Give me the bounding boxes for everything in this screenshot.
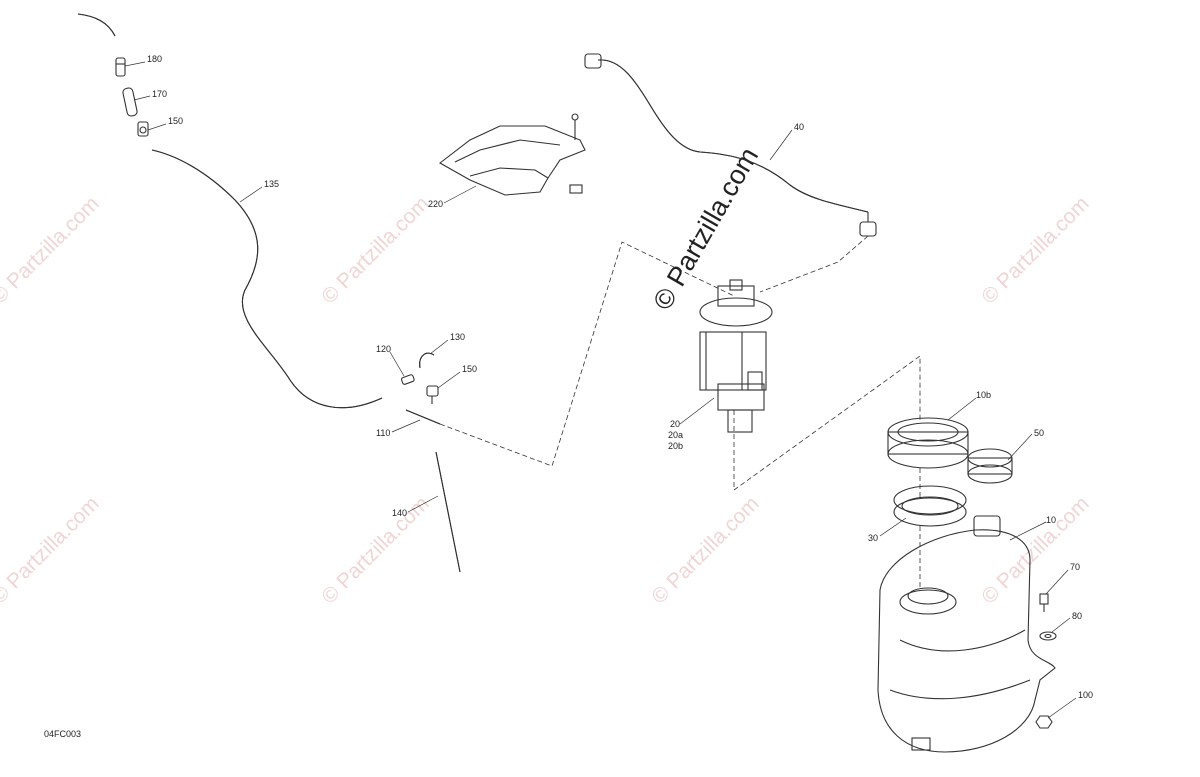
leader-lines xyxy=(124,61,1077,719)
callout-180: 180 xyxy=(147,54,162,64)
callout-150: 150 xyxy=(168,116,183,126)
callout-30: 30 xyxy=(868,533,878,543)
callout-140: 140 xyxy=(392,508,407,518)
watermark-text: © Partzilla.com xyxy=(647,0,763,4)
watermark-text: © Partzilla.com xyxy=(317,192,433,308)
lock-ring-10b xyxy=(887,417,969,469)
cap-50 xyxy=(967,448,1013,484)
callout-150-mid: 150 xyxy=(462,364,477,374)
fuel-tank-10 xyxy=(877,515,1056,753)
callout-100: 100 xyxy=(1078,690,1093,700)
callout-10b: 10b xyxy=(976,390,991,400)
watermark-text: © Partzilla.com xyxy=(977,192,1093,308)
hose-170 xyxy=(122,87,138,117)
nut-100 xyxy=(1035,715,1053,729)
callout-220: 220 xyxy=(428,199,443,209)
vent-hose-135 xyxy=(77,13,383,409)
elbow-130 xyxy=(419,352,435,369)
callout-20b: 20b xyxy=(668,441,683,451)
callout-70: 70 xyxy=(1070,562,1080,572)
bolt-70 xyxy=(1039,593,1049,612)
fitting-120 xyxy=(401,374,415,385)
callout-120: 120 xyxy=(376,344,391,354)
callout-135: 135 xyxy=(264,179,279,189)
hose-110 xyxy=(405,409,441,425)
watermark-text: © Partzilla.com xyxy=(977,0,1093,4)
watermark-text: © Partzilla.com xyxy=(647,492,763,608)
seal-ring-30 xyxy=(893,485,967,527)
watermark-text: © Partzilla.com xyxy=(977,492,1093,608)
watermark-text: © Partzilla.com xyxy=(0,192,104,308)
callout-50: 50 xyxy=(1034,428,1044,438)
heat-shield-220 xyxy=(439,113,586,196)
fitting-180 xyxy=(115,57,126,77)
callout-10: 10 xyxy=(1046,515,1056,525)
callout-110: 110 xyxy=(376,428,390,438)
callout-80: 80 xyxy=(1072,611,1082,621)
fitting-150-mid xyxy=(426,385,439,404)
callout-40: 40 xyxy=(794,122,804,132)
hose-140 xyxy=(435,451,461,573)
watermark-text: © Partzilla.com xyxy=(317,492,433,608)
callout-20a: 20a xyxy=(668,430,683,440)
callout-20: 20 xyxy=(670,419,680,429)
callout-labels: 180 170 150 135 220 40 120 130 150 110 1… xyxy=(147,54,1093,700)
watermark-text: © Partzilla.com xyxy=(317,0,433,4)
washer-80 xyxy=(1039,631,1057,641)
diagram-code: 04FC003 xyxy=(44,729,81,739)
callout-130: 130 xyxy=(450,332,465,342)
callout-170: 170 xyxy=(152,89,167,99)
watermark-text-large: © Partzilla.com xyxy=(647,142,764,315)
fitting-150-top xyxy=(137,121,149,137)
fuel-pump-assembly-20 xyxy=(699,279,773,433)
assembly-dashed-lines xyxy=(439,235,921,590)
watermark-text: © Partzilla.com xyxy=(0,492,104,608)
